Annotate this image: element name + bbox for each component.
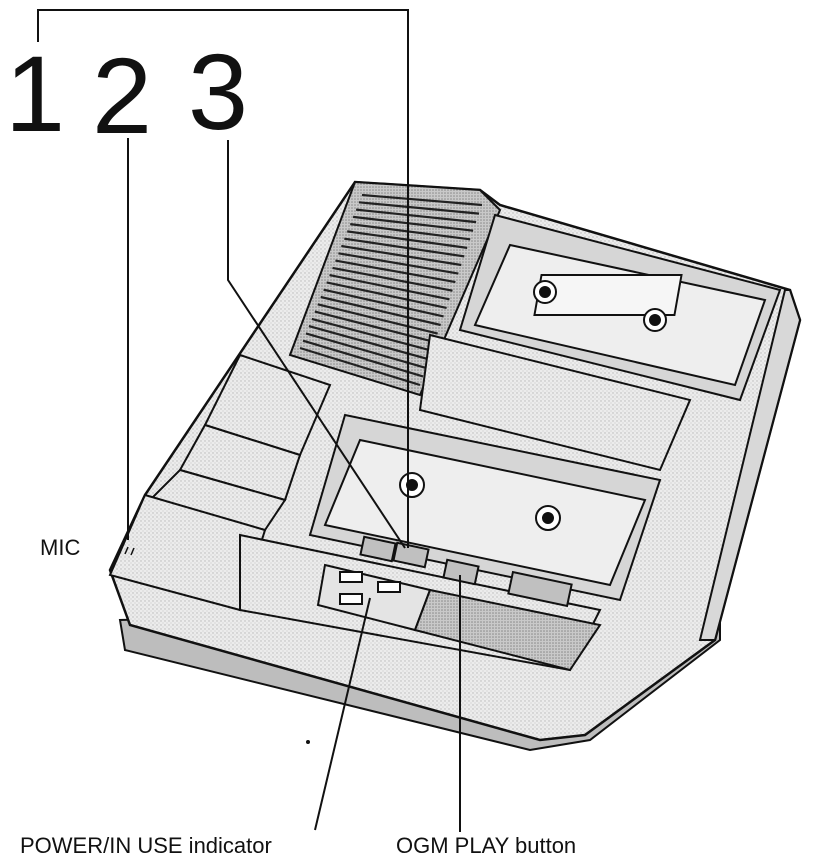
grille-slat (317, 303, 438, 335)
small-buttons (359, 535, 573, 608)
grille-slat (355, 208, 477, 224)
grille-slat (361, 193, 483, 207)
grille-slat (314, 310, 436, 344)
grille-slat (344, 237, 465, 258)
grille-slat (332, 266, 453, 292)
power-indicator-label: POWER/IN USE indicator (20, 833, 272, 858)
front-control-group (316, 563, 602, 672)
step-number-1: 1 (5, 33, 66, 154)
grille-slat (299, 346, 421, 387)
grille-slat (350, 223, 471, 241)
grille-slat (352, 215, 474, 232)
lower-cassette (308, 413, 662, 602)
grille-slat (305, 332, 427, 369)
grille-slat (311, 317, 433, 352)
step-number-2: 2 (92, 35, 153, 156)
ogm-play-button-label: OGM PLAY button (396, 833, 577, 858)
grille-slat (329, 274, 450, 301)
device-right-side (698, 289, 802, 641)
grille-slat (338, 252, 459, 275)
grille-slat (320, 295, 441, 327)
mic-mark (124, 546, 135, 556)
grille-slat (341, 244, 462, 267)
grille-slat (302, 339, 424, 378)
middle-tray (418, 333, 692, 472)
upper-cassette (458, 213, 782, 402)
mic-label: MIC (40, 535, 81, 560)
stray-mark (306, 740, 310, 744)
step-number-3: 3 (188, 31, 249, 152)
speaker-grille (288, 180, 502, 397)
grille-slat (323, 288, 444, 318)
grille-slat (326, 281, 447, 309)
grille-slat (335, 259, 456, 284)
callout-lines (37, 9, 461, 832)
left-panel-blocks (108, 353, 332, 612)
grille-slat (358, 201, 480, 215)
